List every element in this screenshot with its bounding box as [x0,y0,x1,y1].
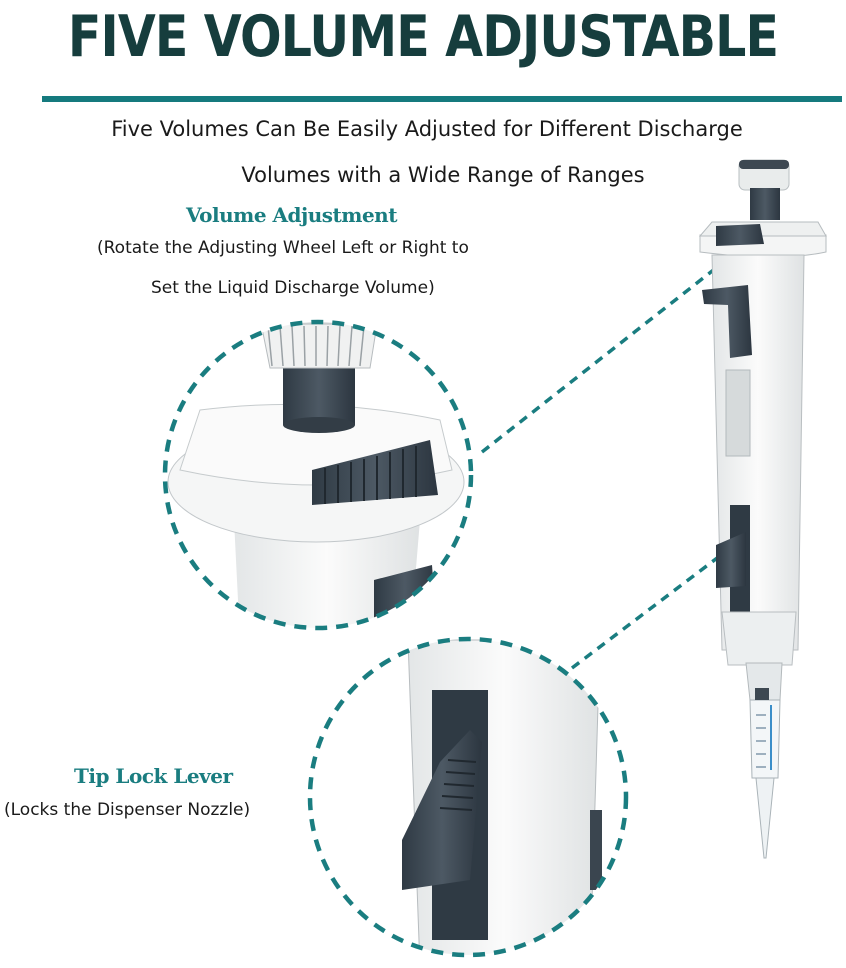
title-divider [42,96,842,102]
volume-adjustment-zoom [165,322,471,628]
tip-lock-lever-zoom [310,639,626,955]
zoom-circle-bottom [307,636,629,958]
dispenser-device [698,159,827,859]
zoom-circle-top [162,319,474,631]
volume-adjustment-label: Volume Adjustment [186,203,397,227]
subtitle-line-1: Five Volumes Can Be Easily Adjusted for … [111,117,743,141]
page-title: FIVE VOLUME ADJUSTABLE [67,4,779,70]
subtitle-line-2: Volumes with a Wide Range of Ranges [241,163,645,187]
tip-lock-lever-desc: (Locks the Dispenser Nozzle) [4,800,251,820]
tip-lock-lever-label: Tip Lock Lever [74,764,233,788]
callout-connector-lines [480,266,735,670]
volume-adjustment-desc-1: (Rotate the Adjusting Wheel Left or Righ… [97,238,469,258]
volume-adjustment-desc-2: Set the Liquid Discharge Volume) [151,278,435,298]
